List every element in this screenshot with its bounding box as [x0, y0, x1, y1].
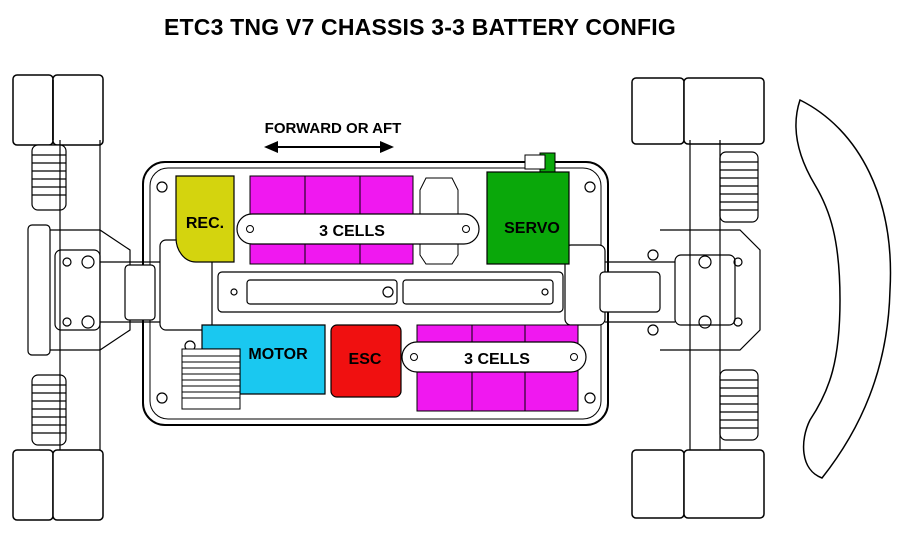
center-spine	[124, 239, 661, 331]
motor-label: MOTOR	[248, 346, 308, 363]
right-front-shock	[719, 151, 759, 223]
battery-left-label: 3 CELLS	[319, 223, 385, 240]
right-front-wheel	[631, 77, 765, 145]
receiver-block	[175, 175, 235, 263]
battery-strap-bottom	[401, 341, 587, 373]
right-rear-wheel	[631, 449, 765, 519]
left-front-wheel	[12, 74, 104, 146]
left-rear-shock	[31, 374, 67, 446]
right-rear-shock	[719, 369, 759, 441]
battery-strap-top	[236, 213, 480, 245]
receiver-label: REC.	[186, 215, 224, 232]
motor-heatsink	[181, 348, 241, 410]
direction-label: FORWARD OR AFT	[265, 120, 402, 137]
diagram-title: ETC3 TNG V7 CHASSIS 3-3 BATTERY CONFIG	[164, 14, 676, 40]
battery-right-label: 3 CELLS	[464, 351, 530, 368]
left-front-shock	[31, 144, 67, 211]
servo-label: SERVO	[504, 220, 560, 237]
front-bumper	[795, 98, 892, 479]
steering-links	[100, 261, 675, 323]
esc-label: ESC	[349, 351, 382, 368]
esc-block	[330, 324, 402, 398]
servo-block	[486, 171, 570, 265]
right-suspension	[660, 140, 761, 450]
left-rear-wheel	[12, 449, 104, 521]
direction-arrow	[264, 141, 394, 153]
